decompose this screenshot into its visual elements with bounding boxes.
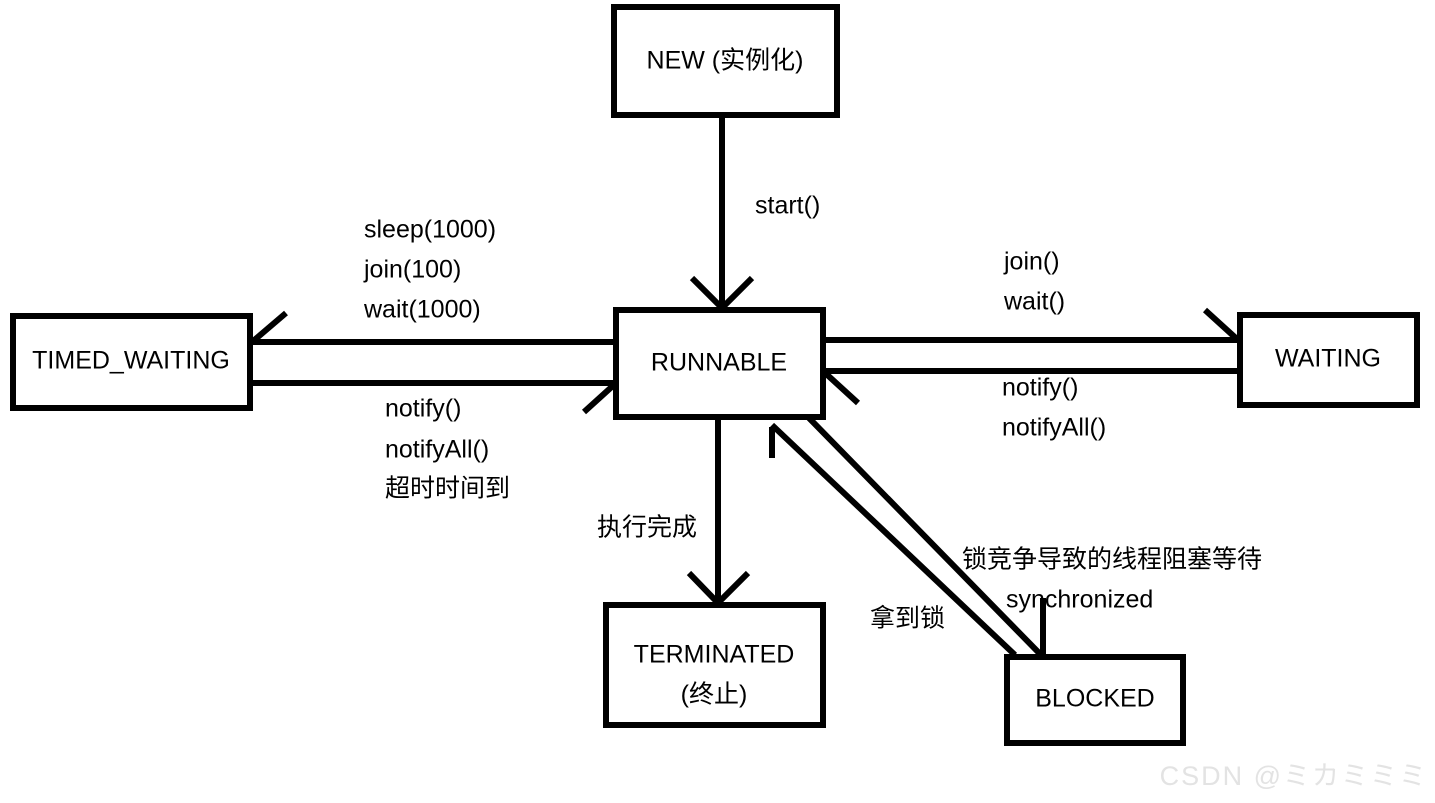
csdn-watermark: CSDN @ミカミミミ bbox=[1160, 761, 1428, 791]
node-timed-waiting-box[interactable] bbox=[10, 313, 253, 411]
edge-runnable-to-terminated-arrow-right bbox=[715, 570, 751, 606]
edge-label-acquired-lock: 拿到锁 bbox=[870, 605, 945, 633]
node-waiting-label: WAITING bbox=[1275, 345, 1381, 373]
edge-label-lock-contention: 锁竞争导致的线程阻塞等待 bbox=[962, 546, 1262, 574]
edge-new-to-runnable-arrow-left bbox=[689, 275, 725, 311]
node-new-box[interactable] bbox=[611, 4, 840, 118]
node-terminated-label: TERMINATED bbox=[634, 641, 795, 669]
node-blocked-label: BLOCKED bbox=[1035, 685, 1154, 713]
edge-label-notify-left: notify() bbox=[385, 395, 461, 423]
edge-timed-waiting-to-runnable-arrowhead bbox=[581, 380, 619, 415]
edge-runnable-to-timed-waiting-arrowhead bbox=[250, 310, 288, 345]
edge-label-wait-1000: wait(1000) bbox=[363, 296, 481, 324]
edge-runnable-to-timed-waiting: sleep(1000) join(100) wait(1000) bbox=[250, 216, 616, 345]
edge-label-sleep-1000: sleep(1000) bbox=[364, 216, 496, 244]
edge-runnable-to-blocked-line bbox=[806, 415, 1046, 660]
node-timed-waiting-label: TIMED_WAITING bbox=[32, 347, 230, 375]
node-terminated-sublabel: (终止) bbox=[681, 681, 748, 709]
edge-waiting-to-runnable: notify() notifyAll() bbox=[820, 368, 1240, 442]
edge-waiting-to-runnable-arrowhead bbox=[820, 368, 861, 406]
node-runnable-label: RUNNABLE bbox=[651, 349, 787, 377]
node-terminated[interactable]: TERMINATED (终止) bbox=[603, 602, 826, 728]
edge-runnable-to-waiting-arrowhead bbox=[1202, 307, 1241, 343]
node-blocked[interactable]: BLOCKED bbox=[1004, 654, 1186, 746]
edge-label-notify-all-left: notifyAll() bbox=[385, 436, 489, 464]
node-new-label: NEW (实例化) bbox=[647, 47, 804, 75]
node-blocked-box[interactable] bbox=[1004, 654, 1186, 746]
edge-label-synchronized: synchronized bbox=[1006, 586, 1153, 614]
node-waiting[interactable]: WAITING bbox=[1237, 312, 1420, 408]
node-runnable[interactable]: RUNNABLE bbox=[613, 307, 826, 420]
node-timed-waiting[interactable]: TIMED_WAITING bbox=[10, 313, 253, 411]
node-terminated-box[interactable] bbox=[603, 602, 826, 728]
edge-label-notify-all-right: notifyAll() bbox=[1002, 414, 1106, 442]
node-waiting-box[interactable] bbox=[1237, 312, 1420, 408]
edge-blocked-to-runnable-line bbox=[769, 422, 1018, 658]
edge-label-wait: wait() bbox=[1003, 288, 1065, 316]
edge-runnable-to-blocked: 锁竞争导致的线程阻塞等待 synchronized bbox=[806, 415, 1262, 660]
node-new[interactable]: NEW (实例化) bbox=[611, 4, 840, 118]
edge-new-to-runnable: start() bbox=[689, 115, 820, 311]
edge-runnable-to-terminated: 执行完成 bbox=[597, 417, 751, 606]
edge-label-start: start() bbox=[755, 192, 820, 220]
edge-runnable-to-terminated-arrow-left bbox=[686, 570, 721, 606]
edge-timed-waiting-to-runnable: notify() notifyAll() 超时时间到 bbox=[250, 380, 619, 503]
edge-runnable-to-waiting: join() wait() bbox=[823, 248, 1241, 343]
edge-label-notify-right: notify() bbox=[1002, 374, 1078, 402]
edge-blocked-to-runnable: 拿到锁 bbox=[769, 422, 1018, 658]
edge-label-join-100: join(100) bbox=[363, 256, 461, 284]
edge-label-timeout-reached: 超时时间到 bbox=[385, 475, 510, 503]
edge-new-to-runnable-arrow-right bbox=[719, 275, 755, 311]
edge-label-join: join() bbox=[1003, 248, 1060, 276]
edge-label-execution-finished: 执行完成 bbox=[597, 514, 697, 542]
